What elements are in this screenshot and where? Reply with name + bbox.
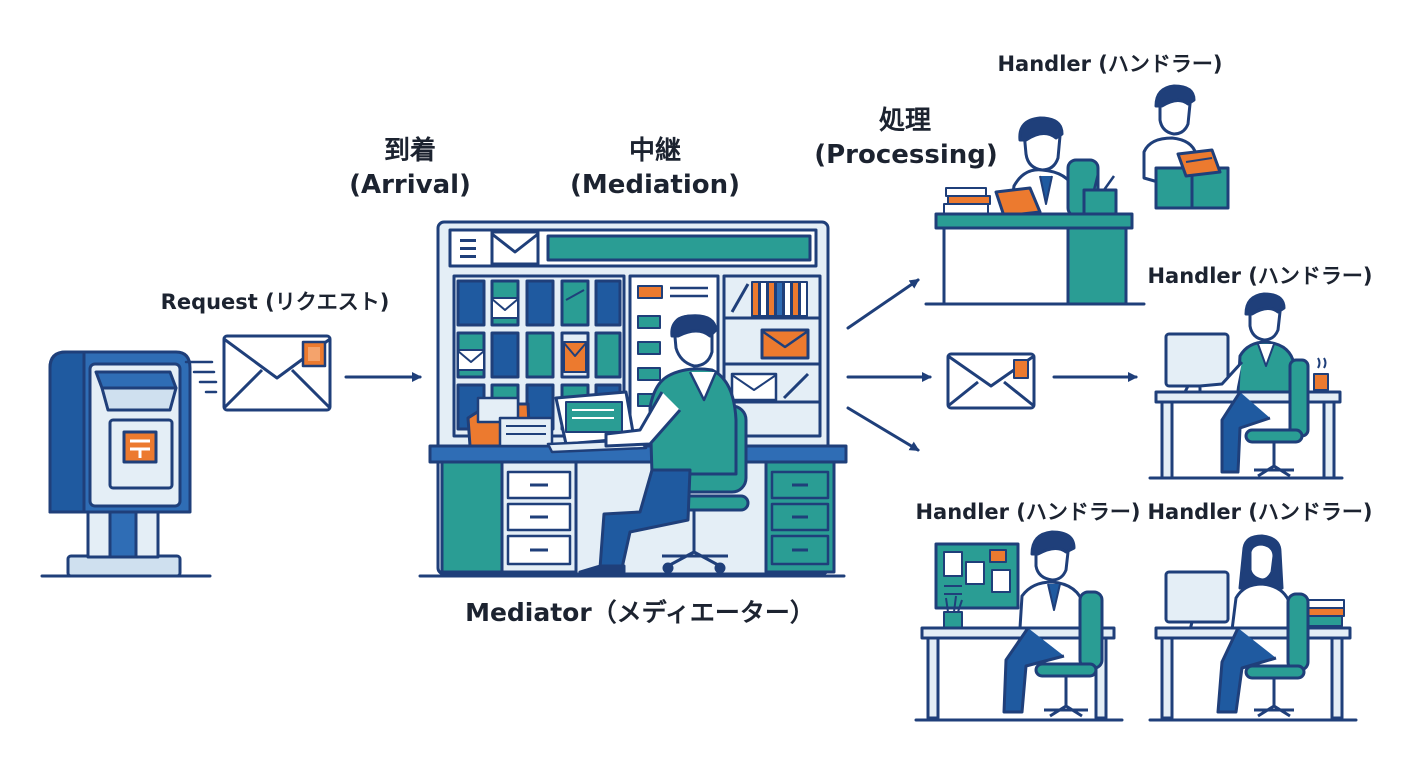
mediation-label-en: (Mediation) <box>569 170 741 200</box>
mediator-person <box>578 314 750 574</box>
request-envelope-icon <box>222 334 332 412</box>
request-label: Request (リクエスト) <box>160 290 390 314</box>
mediator-label: Mediator（メディエーター） <box>465 598 815 627</box>
handler-label-2: Handler (ハンドラー) <box>1147 264 1373 288</box>
flow-arrows <box>344 278 1138 452</box>
handler-worker-boxes <box>1142 84 1230 210</box>
handler-label-1: Handler (ハンドラー) <box>997 52 1223 76</box>
handler-label-3: Handler (ハンドラー) <box>915 500 1141 524</box>
motion-lines <box>184 360 218 394</box>
processing-desk <box>924 116 1146 306</box>
arrow-to-processing <box>846 278 920 330</box>
forward-envelope-icon <box>946 352 1036 410</box>
arrival-label-en: (Arrival) <box>349 170 471 200</box>
mediation-label-jp: 中継 <box>628 136 681 166</box>
processing-label-en: (Processing) <box>814 140 998 170</box>
processing-label-jp: 処理 <box>878 106 931 136</box>
handler-workstation-3 <box>914 530 1124 722</box>
handler-label-4: Handler (ハンドラー) <box>1147 500 1373 524</box>
handler-workstation-4 <box>1148 534 1358 722</box>
handler-workstation-2 <box>1148 292 1344 480</box>
arrival-label-jp: 到着 <box>383 136 436 166</box>
arrow-to-lower-handler <box>846 406 920 452</box>
post-box-icon <box>40 350 212 578</box>
